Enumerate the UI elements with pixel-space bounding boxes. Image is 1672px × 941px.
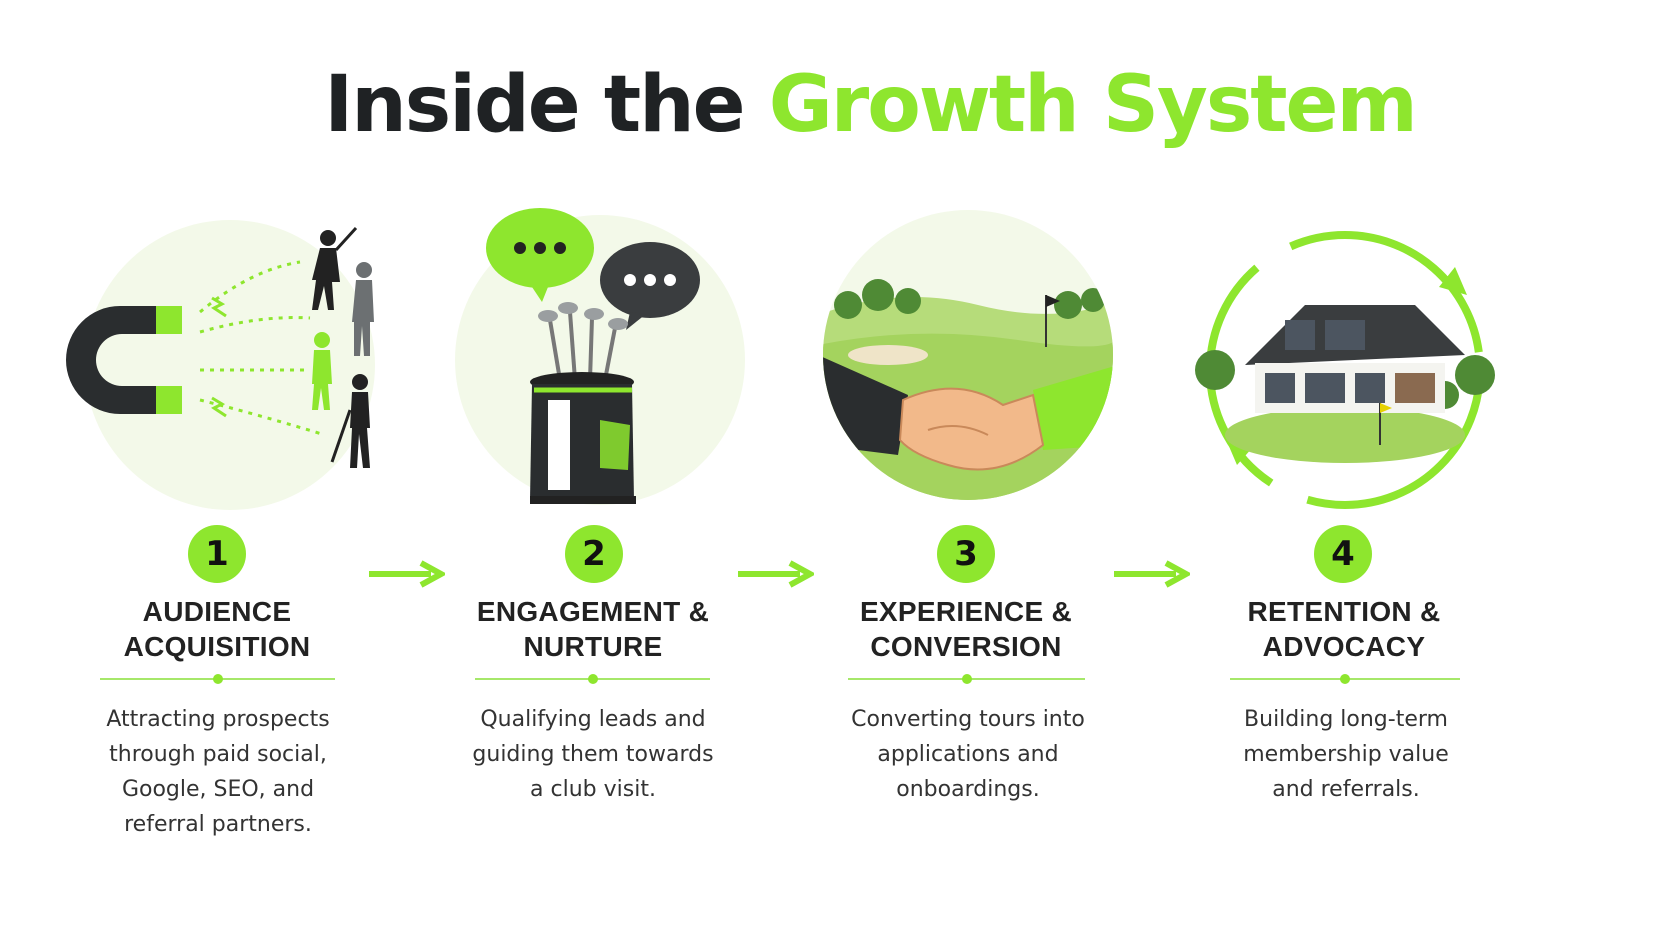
step-4-number: 4 [1314,525,1372,583]
step-3-heading: EXPERIENCE &CONVERSION [859,596,1073,662]
step-3-divider [848,674,1085,684]
step-1-divider [100,674,335,684]
arrow-right-icon [738,560,814,588]
step-4-divider [1230,674,1460,684]
step-3-number: 3 [937,525,995,583]
magnet-golfers-icon [66,220,375,510]
arrow-right-icon [1114,560,1190,588]
title-part1: Inside the [324,60,745,150]
handshake-course-icon [823,210,1113,500]
golf-bag-chat-icon [455,208,745,505]
step-2-heading: ENGAGEMENT &NURTURE [476,596,710,662]
title-part2: Growth System [768,60,1418,150]
step-1-number: 1 [188,525,246,583]
clubhouse-cycle-icon [1195,231,1495,509]
step-2-divider [475,674,710,684]
arrow-right-icon [369,560,445,588]
step-4-heading: RETENTION &ADVOCACY [1247,596,1441,662]
page-title: Inside the Growth System [0,60,1672,150]
step-2-number: 2 [565,525,623,583]
